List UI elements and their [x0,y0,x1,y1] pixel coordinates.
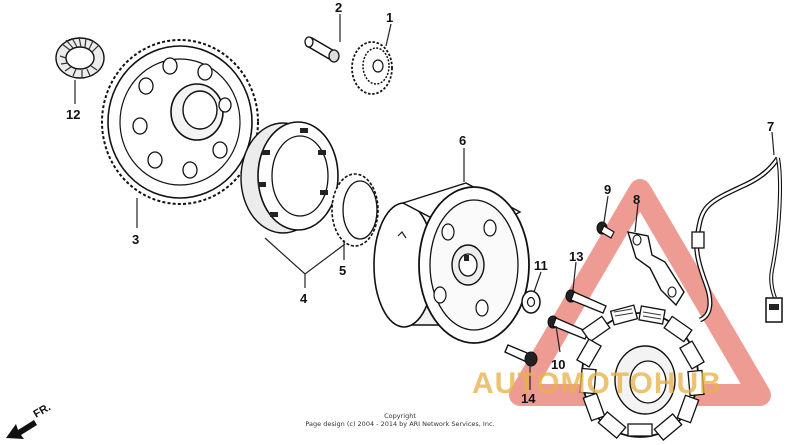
callout-9: 9 [604,182,611,197]
callout-14: 14 [521,391,536,406]
callout-7: 7 [767,119,774,134]
wire-clamp-part [626,231,685,307]
direction-label: FR. [32,401,53,420]
callout-8: 8 [633,192,640,207]
flywheel-rotor-part [373,182,530,344]
front-direction-indicator: FR. [6,401,53,439]
shaft-pin-part [304,36,340,63]
watermark-text: AUTOMOTOHUB [472,367,722,400]
reduction-gear-part [351,41,393,95]
callout-2: 2 [335,0,342,15]
callout-13: 13 [569,249,583,264]
needle-bearing-part [55,36,105,79]
callout-1: 1 [386,10,393,25]
stator-bolt-part [547,315,589,340]
copyright-block: Copyright Page design (c) 2004 - 2014 by… [305,412,494,428]
copyright-title: Copyright [384,412,416,420]
one-way-clutch-part [331,173,379,247]
flywheel-bolt-part [504,344,538,367]
callout-12: 12 [66,107,80,122]
leader-lines [74,14,775,390]
watermark-logo: AUTOMOTOHUB [472,367,722,400]
callout-5: 5 [339,263,346,278]
callout-3: 3 [132,232,139,247]
copyright-line: Page design (c) 2004 - 2014 by ARI Netwo… [305,420,494,428]
clutch-outer-part [240,121,339,234]
stator-assembly-part [576,156,783,441]
callout-11: 11 [534,258,548,273]
starter-driven-gear-part [101,39,259,205]
arrow-icon [6,420,37,439]
clamp-bolt-part [596,221,615,239]
callout-6: 6 [459,133,466,148]
callout-4: 4 [300,291,308,306]
pulser-bolt-part [565,289,607,314]
callout-10: 10 [551,357,565,372]
callout-labels: 1 2 3 4 5 6 7 8 9 10 11 12 13 14 [66,0,774,406]
washer-part [521,290,541,314]
